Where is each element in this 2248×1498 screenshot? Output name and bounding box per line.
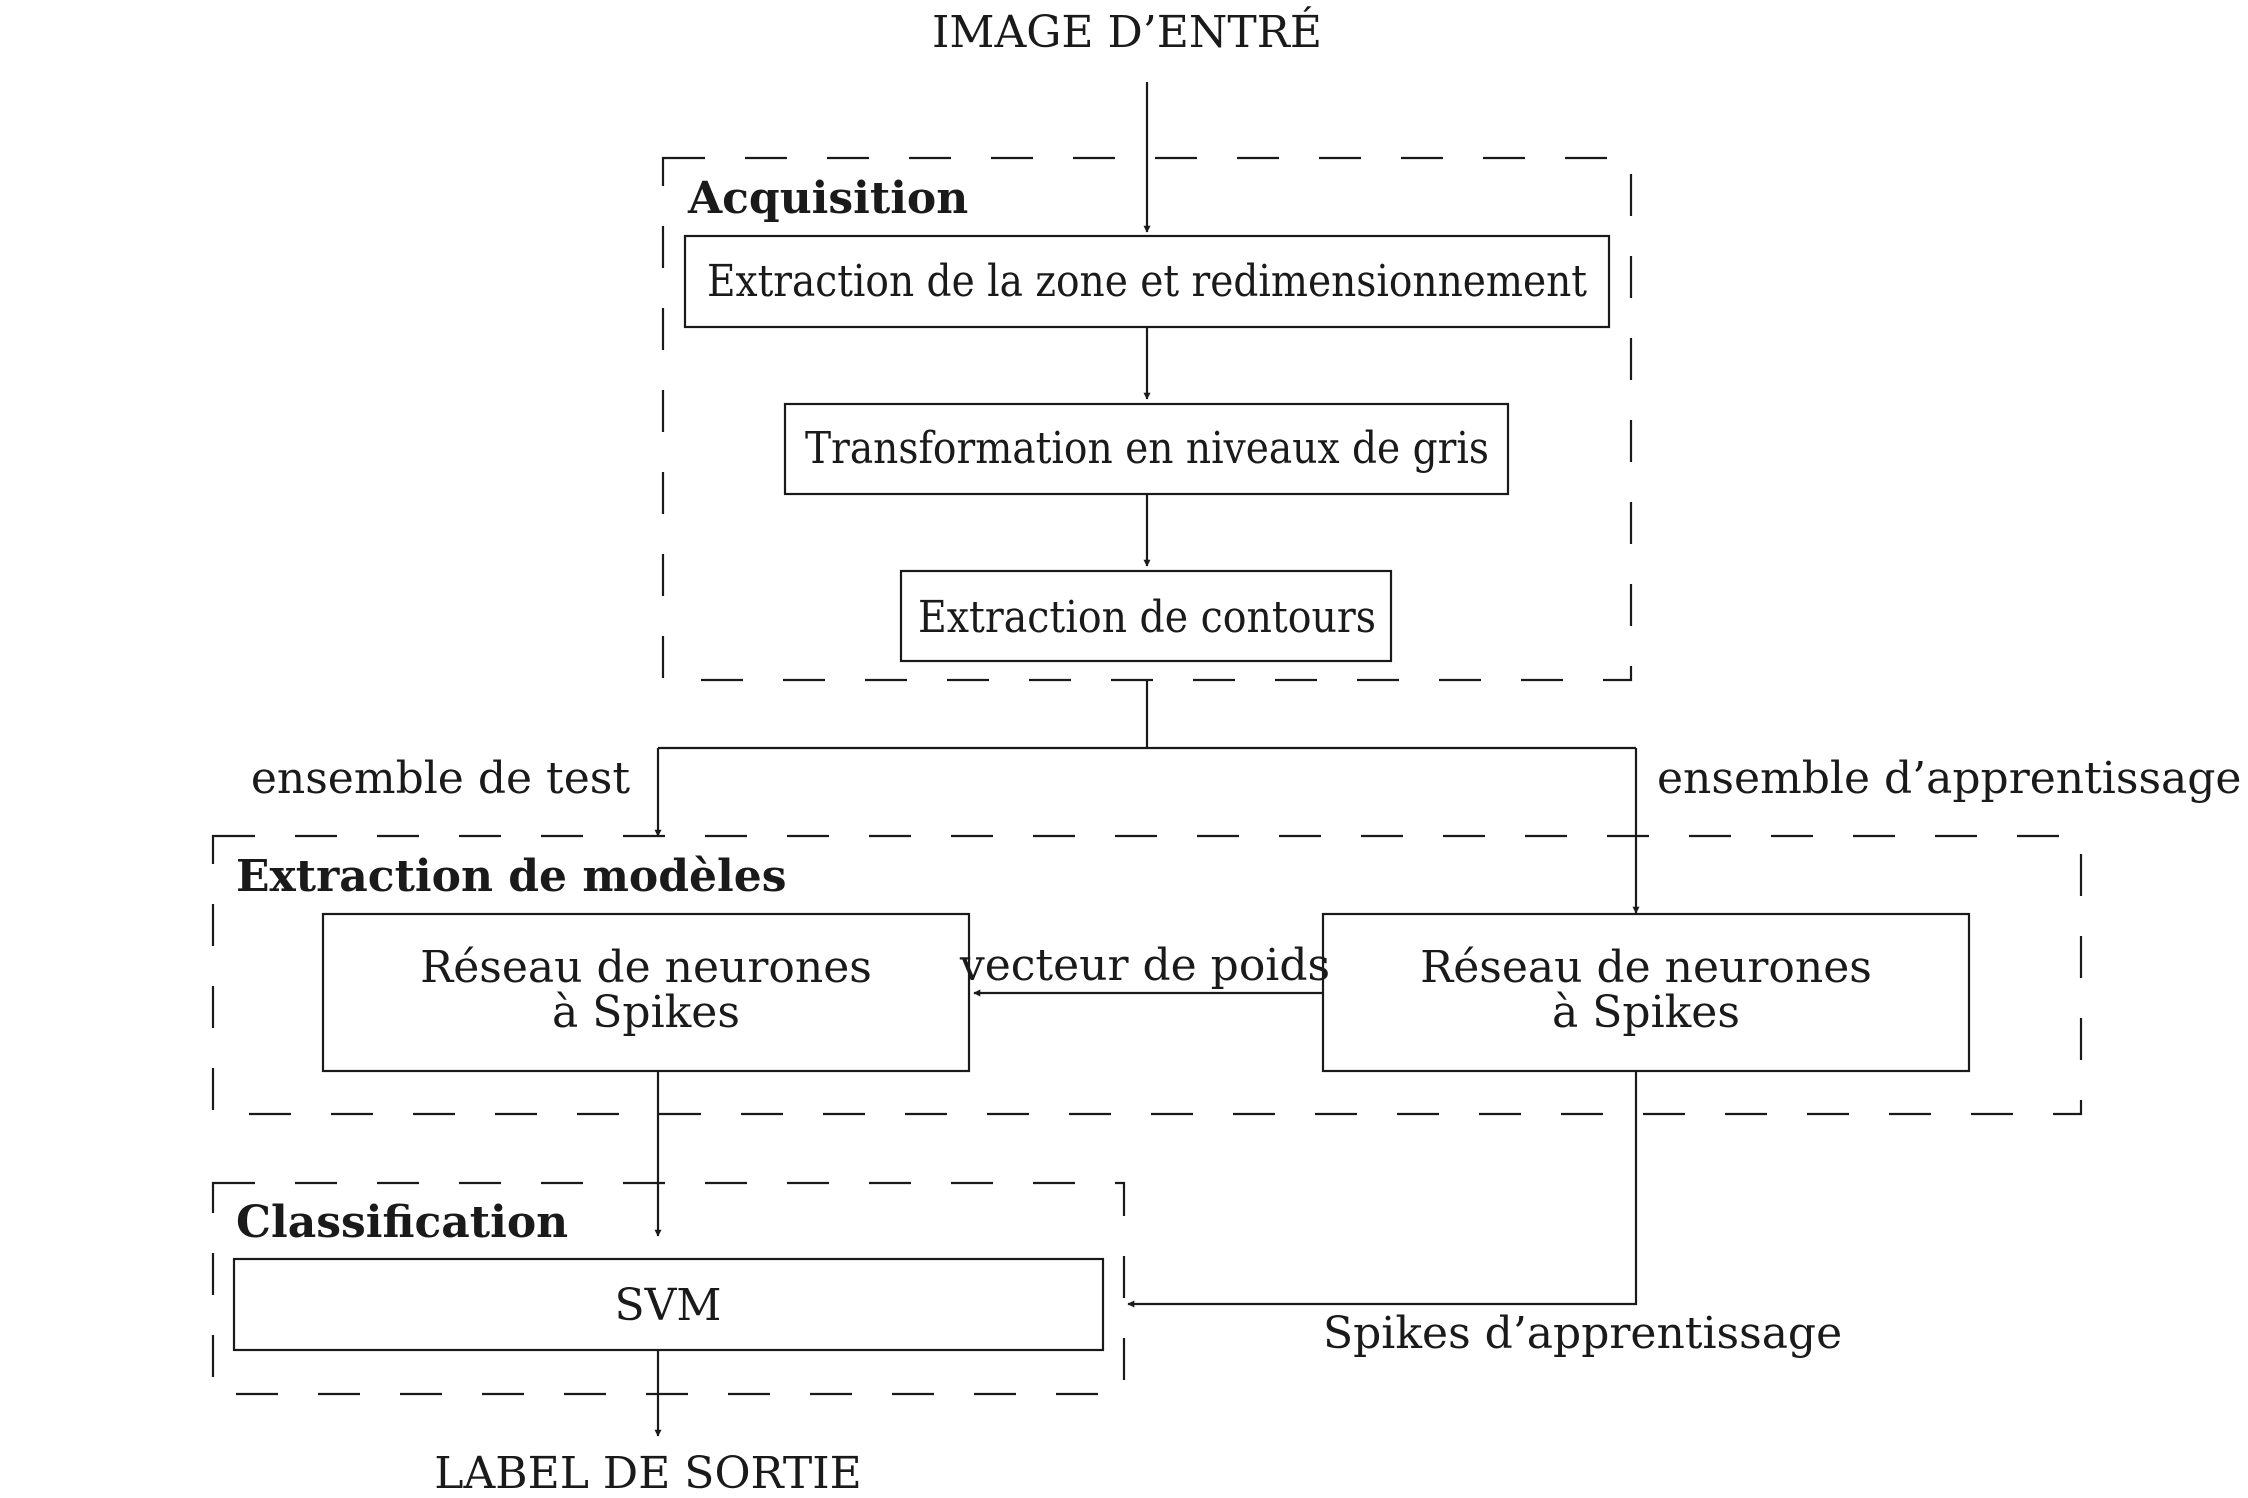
classification-group-border: [211, 1181, 1126, 1396]
extraction-group-border: [211, 834, 2083, 1116]
classification-title: Classification: [236, 1197, 568, 1248]
snn-train-label-line1: Réseau de neurones: [1420, 942, 1872, 993]
svm-box: [232, 1257, 1105, 1352]
acquisition-title: Acquisition: [687, 173, 968, 224]
weight-vector-label: vecteur de poids: [959, 940, 1330, 991]
snn-test-box: [321, 912, 971, 1073]
extraction-title: Extraction de modèles: [236, 851, 787, 902]
arrow-train-spikes-to-svm: [1127, 1071, 1638, 1308]
step-grayscale-label: Transformation en niveaux de gris: [805, 423, 1489, 474]
step-contours-box: [899, 569, 1393, 663]
snn-test-label-line1: Réseau de neurones: [420, 942, 872, 993]
snn-test-label-line2: à Spikes: [552, 987, 740, 1038]
train-set-label: ensemble d’apprentissage: [1657, 753, 2241, 804]
test-set-label: ensemble de test: [251, 753, 630, 804]
output-label: LABEL DE SORTIE: [434, 1448, 861, 1498]
input-label: IMAGE D’ENTRÉ: [932, 5, 1322, 58]
train-spikes-label: Spikes d’apprentissage: [1323, 1308, 1842, 1359]
snn-train-label-line2: à Spikes: [1552, 987, 1740, 1038]
svm-label: SVM: [615, 1280, 722, 1331]
step-extraction-zone-label: Extraction de la zone et redimensionneme…: [707, 256, 1587, 307]
step-contours-label: Extraction de contours: [918, 592, 1376, 643]
